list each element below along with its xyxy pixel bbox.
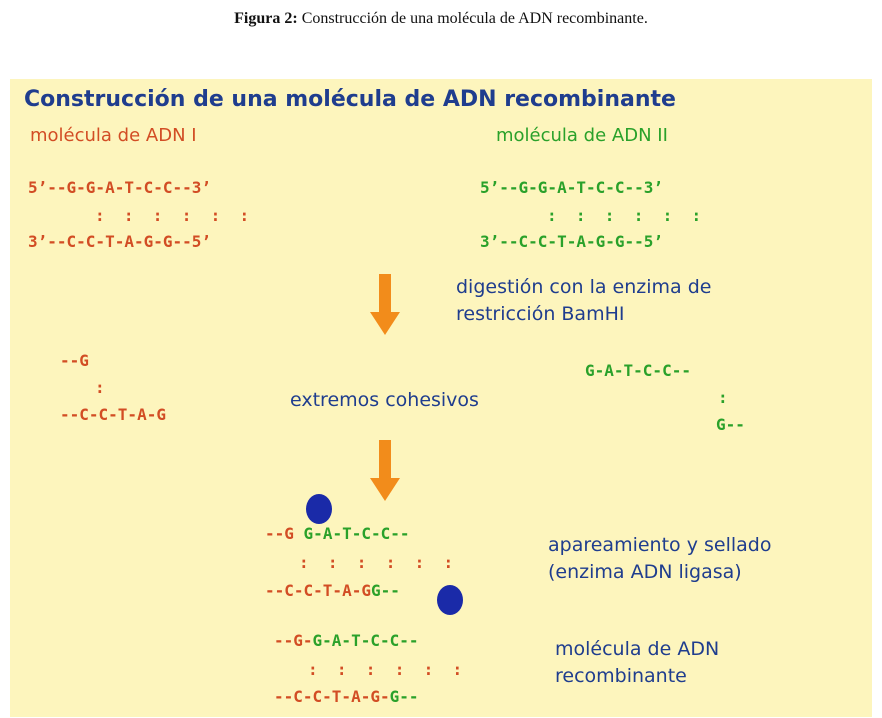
recombinant-top-strand: --G-G-A-T-C-C-- — [274, 631, 419, 650]
recombinant-top-green: G-A-T-C-C-- — [312, 631, 419, 650]
fragment-right-bottom-strand: G-- — [716, 415, 745, 434]
diagram-panel: Construcción de una molécula de ADN reco… — [10, 79, 872, 717]
molecule-2-top-strand: 5’--G-G-A-T-C-C--3’ — [480, 178, 664, 197]
figure-caption: Figura 2: Construcción de una molécula d… — [0, 10, 882, 28]
molecule-2-base-pairs: : : : : : : — [547, 206, 702, 225]
annealed-top-red: --G — [265, 524, 294, 543]
fragment-left-top-strand: --G — [60, 351, 89, 370]
result-note-line-2: recombinante — [555, 665, 687, 687]
figure-caption-label: Figura 2: — [234, 10, 298, 27]
recombinant-top-red: --G- — [274, 631, 313, 650]
digestion-note-line-2: restricción BamHI — [456, 303, 625, 325]
molecule-1-top-strand: 5’--G-G-A-T-C-C--3’ — [28, 178, 212, 197]
molecule-1-label: molécula de ADN I — [30, 125, 197, 146]
diagram-title: Construcción de una molécula de ADN reco… — [24, 87, 676, 112]
molecule-1-bottom-strand: 3’--C-C-T-A-G-G--5’ — [28, 232, 212, 251]
fragment-right-base-pair: : — [718, 388, 728, 407]
annealed-base-pairs: : : : : : : — [299, 553, 454, 572]
ligase-dot-icon — [306, 494, 332, 524]
sticky-ends-label: extremos cohesivos — [290, 389, 479, 411]
arrow-down-icon — [370, 440, 400, 501]
molecule-2-bottom-strand: 3’--C-C-T-A-G-G--5’ — [480, 232, 664, 251]
recombinant-bottom-strand: --C-C-T-A-G-G-- — [274, 687, 419, 706]
fragment-left-base-pair: : — [95, 378, 105, 397]
recombinant-bottom-green: G-- — [389, 687, 419, 706]
annealed-top-strand: --G G-A-T-C-C-- — [265, 524, 410, 543]
ligase-dot-icon — [437, 585, 463, 615]
digestion-note-line-1: digestión con la enzima de — [456, 276, 712, 298]
annealing-note-line-1: apareamiento y sellado — [548, 534, 772, 556]
annealed-bottom-green: G-- — [370, 581, 400, 600]
arrow-down-icon — [370, 274, 400, 335]
fragment-left-bottom-strand: --C-C-T-A-G — [60, 405, 166, 424]
annealed-bottom-strand: --C-C-T-A-GG-- — [265, 581, 400, 600]
molecule-2-label: molécula de ADN II — [496, 125, 668, 146]
annealing-note-line-2: (enzima ADN ligasa) — [548, 561, 742, 583]
result-note-line-1: molécula de ADN — [555, 638, 720, 660]
fragment-right-top-strand: G-A-T-C-C-- — [585, 361, 691, 380]
annealed-bottom-red: --C-C-T-A-G — [265, 581, 371, 600]
molecule-1-base-pairs: : : : : : : — [95, 206, 250, 225]
recombinant-bottom-red: --C-C-T-A-G- — [274, 687, 390, 706]
annealed-top-green: G-A-T-C-C-- — [303, 524, 410, 543]
recombinant-base-pairs: : : : : : : — [308, 660, 463, 679]
figure-caption-text: Construcción de una molécula de ADN reco… — [297, 10, 648, 27]
